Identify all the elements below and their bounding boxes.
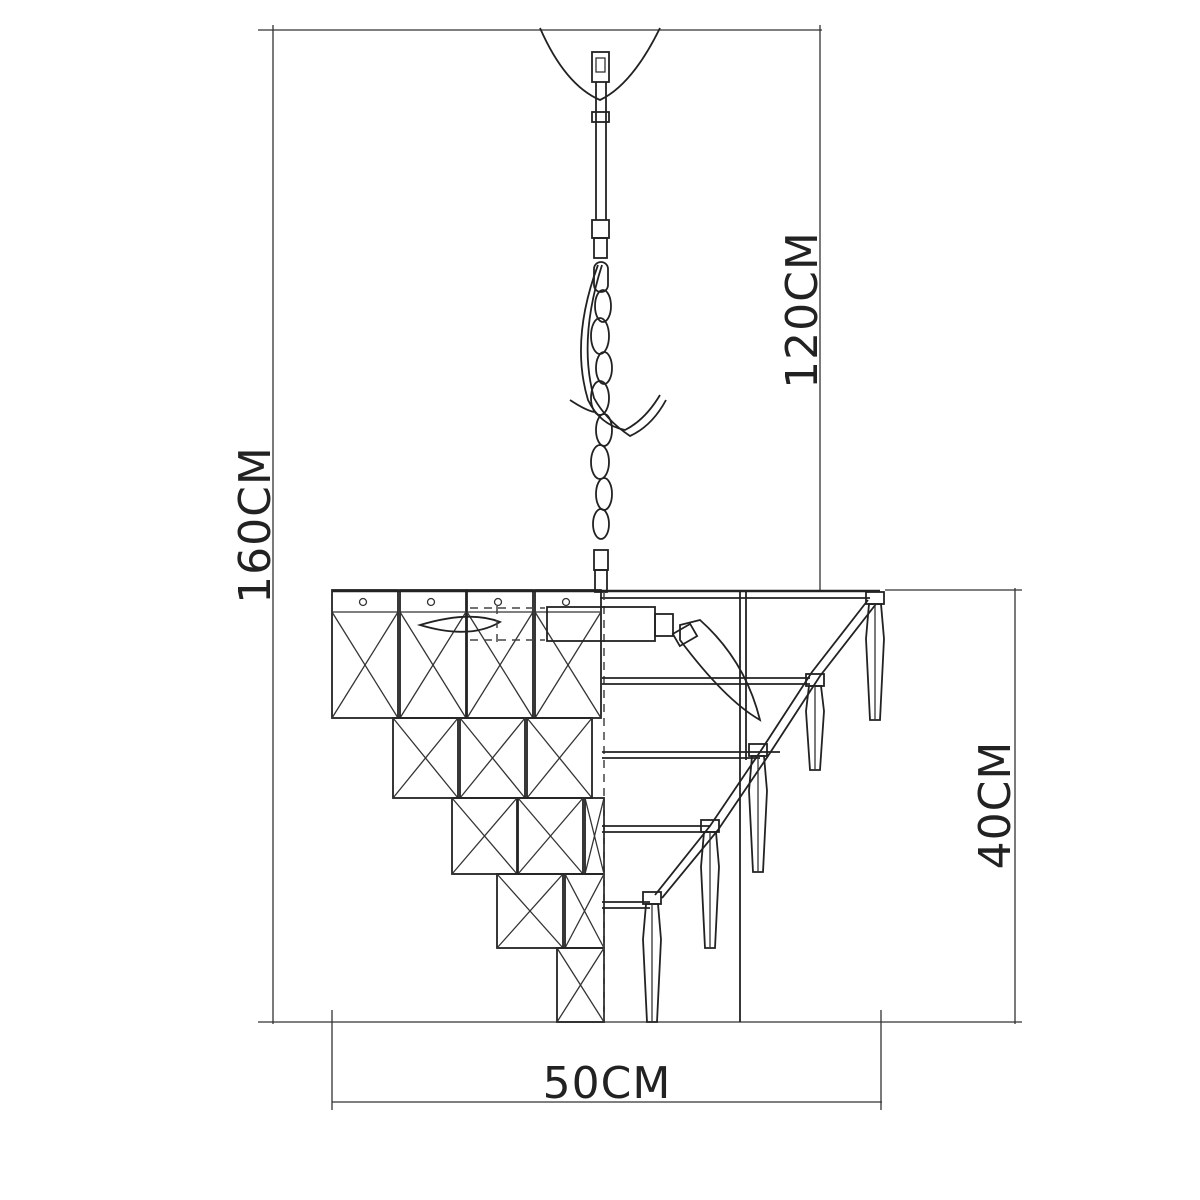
crystal-panel xyxy=(517,797,584,875)
frame-arms xyxy=(602,592,877,1022)
suspension-rod xyxy=(591,82,610,259)
diameter-label: 50CM xyxy=(543,1058,672,1109)
crystal-panel xyxy=(451,797,518,875)
crystal-panel xyxy=(392,717,459,799)
crystal-panel xyxy=(556,947,605,1023)
crystal-prism xyxy=(642,891,662,1023)
crystal-panel xyxy=(584,797,605,875)
drop-height-label: 120CM xyxy=(777,231,828,389)
crystal-prism xyxy=(865,591,885,721)
candle-bulb xyxy=(416,606,762,722)
crystal-panel xyxy=(534,589,602,719)
crystal-panel xyxy=(564,873,605,949)
total-height-label: 160CM xyxy=(230,446,281,604)
crystal-panel xyxy=(526,717,593,799)
crystal-prism xyxy=(805,673,825,771)
crystal-prism xyxy=(700,819,720,949)
power-cable xyxy=(569,264,667,438)
crystal-panel xyxy=(466,589,534,719)
crystal-panel xyxy=(459,717,526,799)
crystal-panel xyxy=(496,873,564,949)
chain xyxy=(590,261,613,593)
crystal-panel xyxy=(399,589,467,719)
crystal-prisms xyxy=(642,591,885,1023)
crystal-prism xyxy=(748,743,768,873)
body-height-label: 40CM xyxy=(970,741,1021,870)
ceiling-canopy xyxy=(539,27,661,101)
crystal-panels xyxy=(331,589,605,1023)
dimension-lines xyxy=(258,25,1022,1110)
crystal-panel xyxy=(331,589,399,719)
top-frame xyxy=(332,589,880,599)
